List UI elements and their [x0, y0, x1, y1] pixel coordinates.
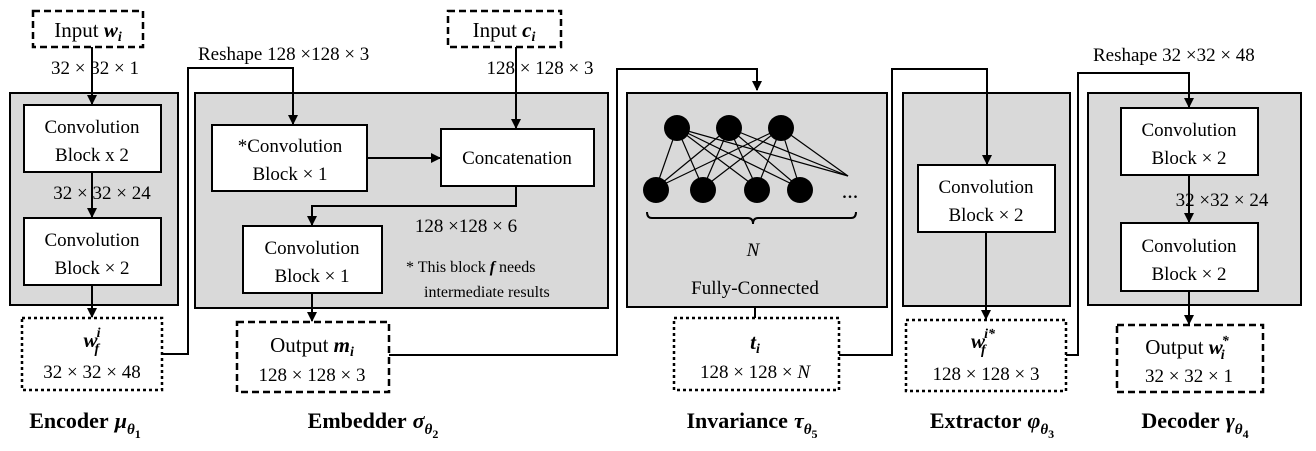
- embedder-conv-line1: Convolution: [264, 238, 360, 259]
- input-w-node: [31, 9, 145, 49]
- decoder-conv-block-1-line1: Convolution: [1141, 120, 1237, 141]
- wf-node: [20, 316, 164, 392]
- output-m-dim: 128 × 128 × 3: [259, 365, 366, 386]
- embedder-conv-block: [242, 225, 383, 294]
- output-m-label: Output mi: [270, 333, 354, 360]
- fc-input-node: [664, 115, 690, 141]
- fully-connected-network: [643, 115, 849, 203]
- fc-label: Fully-Connected: [691, 278, 819, 299]
- decoder-conv-block-2: [1120, 222, 1259, 292]
- embedder-star-conv-block: [211, 124, 368, 192]
- decoder-conv-block-2-line2: Block × 2: [1151, 264, 1226, 285]
- input-c-label: Input ci: [473, 18, 536, 45]
- decoder-conv-block-2-line1: Convolution: [1141, 236, 1237, 257]
- extractor-conv-line1: Convolution: [938, 177, 1034, 198]
- fc-n-label: N: [746, 240, 761, 261]
- embedder-note-line2: intermediate results: [424, 284, 550, 301]
- t-label: ti: [750, 330, 760, 357]
- embedder-star-conv-line2: Block × 1: [252, 164, 327, 185]
- encoder-dim-in: 32 × 32 × 1: [51, 58, 139, 79]
- fc-output-node: [744, 177, 770, 203]
- embedder-reshape: Reshape 128 ×128 × 3: [198, 44, 369, 65]
- embedder-star-conv-line1: *Convolution: [238, 136, 343, 157]
- arrow-concat-to-conv: [307, 186, 517, 226]
- arrow-output-m-to-invariance: [389, 68, 762, 356]
- output-m-node: [235, 320, 391, 394]
- encoder-conv-block-2-line2: Block × 2: [54, 258, 129, 279]
- arrow-wf-star-to-decoder: [1066, 72, 1194, 356]
- wf-star-label: wi*f: [971, 327, 996, 358]
- fc-input-node: [716, 115, 742, 141]
- encoder-conv-block-1: [23, 104, 162, 173]
- fc-output-node: [787, 177, 813, 203]
- output-w-label: Output w*i: [1145, 334, 1230, 363]
- output-w-node: [1115, 323, 1265, 394]
- encoder-dim-mid: 32 × 32 × 24: [53, 183, 151, 204]
- fc-input-node: [768, 115, 794, 141]
- decoder-reshape: Reshape 32 ×32 × 48: [1093, 45, 1255, 66]
- embedder-concatenation: [440, 128, 595, 187]
- arrow-t-to-extractor: [839, 68, 992, 356]
- encoder-conv-block-1-line1: Convolution: [44, 117, 140, 138]
- decoder-dim-mid: 32 ×32 × 24: [1176, 190, 1269, 211]
- decoder-conv-block-1: [1120, 107, 1259, 176]
- encoder-conv-block-2: [23, 217, 162, 286]
- arrow-wf-to-embedder: [162, 67, 298, 355]
- embedder-dim-concat: 128 ×128 × 6: [415, 216, 517, 237]
- fc-ellipsis: ...: [842, 178, 859, 203]
- embedder-dim-c: 128 × 128 × 3: [487, 58, 594, 79]
- fc-output-node: [690, 177, 716, 203]
- wf-star-node: [904, 318, 1068, 393]
- wf-star-dim: 128 × 128 × 3: [933, 364, 1040, 385]
- input-c-node: [446, 9, 563, 49]
- t-dim: 128 × 128 × N: [700, 362, 811, 383]
- embedder-concatenation-label: Concatenation: [462, 148, 572, 169]
- decoder-conv-block-1-line2: Block × 2: [1151, 148, 1226, 169]
- fc-output-node: [643, 177, 669, 203]
- wf-dim: 32 × 32 × 48: [43, 362, 140, 383]
- encoder-conv-block-2-line1: Convolution: [44, 230, 140, 251]
- extractor-conv-line2: Block × 2: [948, 205, 1023, 226]
- embedder-conv-line2: Block × 1: [274, 266, 349, 287]
- input-w-label: Input wi: [54, 18, 122, 45]
- output-w-dim: 32 × 32 × 1: [1145, 366, 1233, 387]
- fc-brace: [646, 211, 857, 225]
- encoder-conv-block-1-line2: Block x 2: [55, 145, 129, 166]
